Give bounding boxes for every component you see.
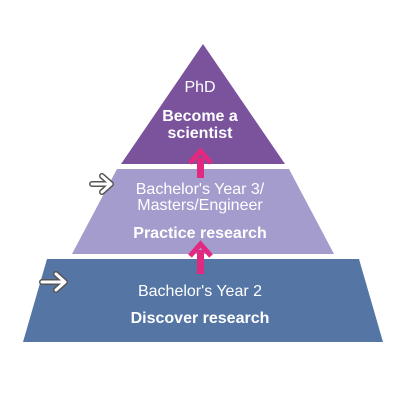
tier-top-goal-line2: scientist bbox=[167, 124, 233, 142]
tier-bottom-goal: Discover research bbox=[130, 309, 270, 327]
right-arrow-icon bbox=[39, 271, 68, 293]
tier-top-shape bbox=[121, 44, 285, 164]
tier-bottom-level: Bachelor's Year 2 bbox=[137, 283, 263, 300]
tier-middle-goal: Practice research bbox=[133, 225, 267, 242]
up-arrow-icon bbox=[188, 240, 213, 274]
tier-middle-text: Bachelor's Year 3/ Masters/Engineer Prac… bbox=[120, 182, 280, 243]
up-arrow-icon bbox=[188, 147, 213, 178]
right-arrow-icon bbox=[89, 173, 114, 195]
tier-top-level: PhD bbox=[184, 79, 216, 96]
tier-bottom-shape bbox=[23, 259, 383, 342]
tier-middle-level-line2: Masters/Engineer bbox=[137, 197, 263, 214]
tier-top-text: PhD Become a scientist bbox=[150, 79, 250, 142]
tier-middle-level-line1: Bachelor's Year 3/ bbox=[135, 181, 265, 198]
tier-bottom-text: Bachelor's Year 2 Discover research bbox=[100, 283, 300, 328]
tier-top-goal-line1: Become a bbox=[162, 107, 238, 125]
tier-middle-shape bbox=[72, 169, 334, 254]
